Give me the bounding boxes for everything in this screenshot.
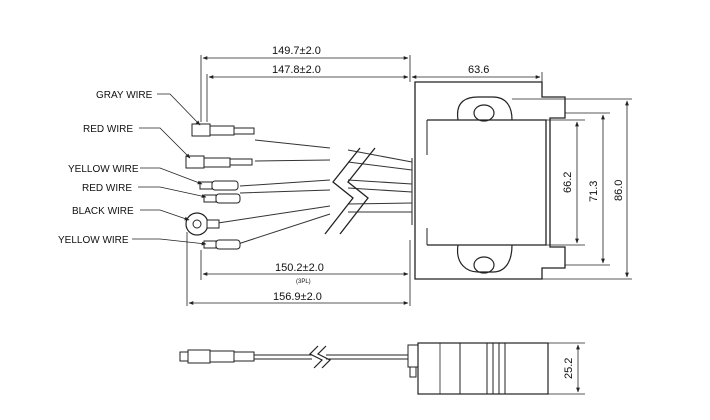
svg-text:RED WIRE: RED WIRE: [83, 124, 133, 135]
mounting-ear-top: [456, 96, 513, 122]
mounting-ear-bottom: [456, 244, 513, 274]
side-view-wire: [254, 345, 408, 369]
dimension-side-height: 25.2: [548, 342, 585, 395]
regulator-body: [411, 81, 566, 280]
dimension-height-outer: 86.0: [512, 98, 632, 280]
dimension-overall-inner: 147.8±2.0: [206, 64, 409, 122]
svg-text:71.3: 71.3: [588, 181, 600, 202]
svg-text:GRAY WIRE: GRAY WIRE: [96, 90, 153, 101]
connector-red-wire-1: [185, 155, 253, 169]
connector-red-wire-2: [203, 193, 241, 204]
svg-text:RED WIRE: RED WIRE: [82, 183, 132, 194]
side-view-connector: [179, 349, 255, 364]
svg-text:149.7±2.0: 149.7±2.0: [272, 45, 321, 57]
dimension-overall-top: 149.7±2.0: [200, 45, 411, 122]
svg-text:25.2: 25.2: [563, 358, 575, 379]
connector-yellow-wire-2: [203, 239, 241, 250]
svg-text:YELLOW WIRE: YELLOW WIRE: [58, 235, 129, 246]
svg-text:150.2±2.0: 150.2±2.0: [275, 262, 324, 274]
svg-text:86.0: 86.0: [613, 180, 625, 201]
wire-bundle: [217, 139, 413, 245]
svg-text:156.9±2.0: 156.9±2.0: [273, 291, 322, 303]
dimension-overall-bottom: 156.9±2.0: [186, 232, 411, 306]
connector-yellow-wire-1: [199, 180, 239, 191]
label-black-wire: BLACK WIRE: [72, 206, 190, 221]
label-red-wire-2: RED WIRE: [82, 183, 207, 198]
label-red-wire-1: RED WIRE: [83, 124, 191, 159]
svg-text:147.8±2.0: 147.8±2.0: [272, 64, 321, 76]
svg-text:(3PL): (3PL): [296, 279, 311, 285]
svg-text:BLACK WIRE: BLACK WIRE: [72, 206, 134, 217]
label-gray-wire: GRAY WIRE: [96, 90, 201, 126]
connector-black-wire-ring: [185, 212, 220, 236]
svg-text:63.6: 63.6: [468, 64, 489, 76]
label-yellow-wire-1: YELLOW WIRE: [68, 164, 203, 185]
dimension-body-width: 63.6: [411, 64, 543, 82]
svg-text:66.2: 66.2: [562, 172, 574, 193]
dimension-height-inner: 66.2: [546, 119, 585, 246]
wire-break-symbol: [324, 147, 376, 235]
side-view-body: [407, 342, 549, 395]
dimension-height-mid: 71.3: [565, 112, 610, 266]
label-yellow-wire-2: YELLOW WIRE: [58, 235, 207, 246]
connector-gray-wire: [191, 123, 255, 137]
dimension-lower-length: 150.2±2.0 (3PL): [200, 240, 411, 285]
svg-text:YELLOW WIRE: YELLOW WIRE: [68, 164, 139, 175]
